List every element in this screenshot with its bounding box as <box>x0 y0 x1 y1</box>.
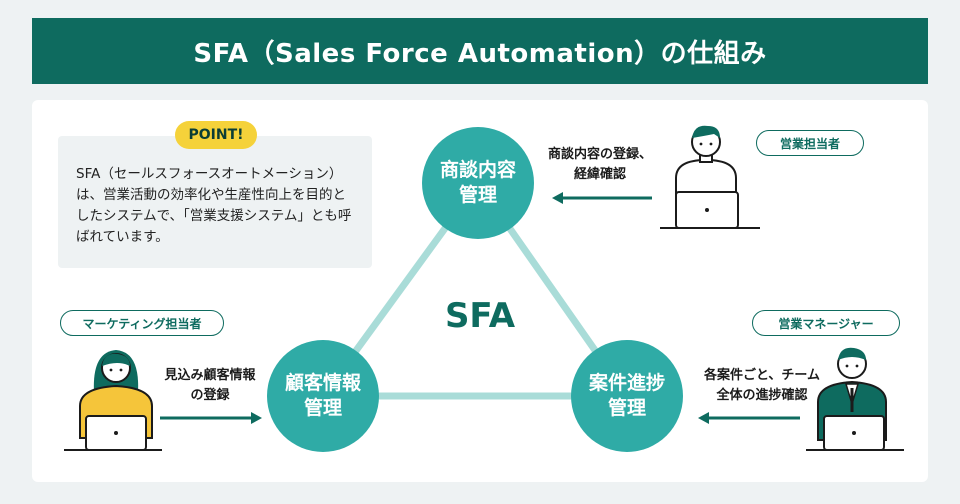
center-label: SFA <box>444 296 516 336</box>
role-sales-rep: 営業担当者 <box>756 130 864 156</box>
marketing-person-icon <box>64 350 162 451</box>
node-negotiation-management: 商談内容 管理 <box>422 127 534 239</box>
arrow-manager <box>698 412 800 424</box>
node-progress-management: 案件進捗 管理 <box>571 340 683 452</box>
point-text: SFA（セールスフォースオートメーション）は、営業活動の効率化や生産性向上を目的… <box>76 166 352 245</box>
manager-person-icon <box>806 347 904 451</box>
role-manager: 営業マネージャー <box>752 310 900 336</box>
sales-rep-person-icon <box>660 125 760 229</box>
role-marketing: マーケティング担当者 <box>60 310 224 336</box>
page-title: SFA（Sales Force Automation）の仕組み <box>32 18 928 84</box>
arrow-label-sales-rep: 商談内容の登録、 経緯確認 <box>547 147 652 182</box>
arrow-label-marketing: 見込み顧客情報 の登録 <box>164 368 256 403</box>
arrow-marketing <box>160 412 262 424</box>
point-badge: POINT! <box>175 121 257 149</box>
node-customer-management: 顧客情報 管理 <box>267 340 379 452</box>
arrow-sales-rep <box>552 192 652 204</box>
arrow-label-manager: 各案件ごと、チーム 全体の進捗確認 <box>703 368 821 403</box>
point-box: SFA（セールスフォースオートメーション）は、営業活動の効率化や生産性向上を目的… <box>58 136 372 268</box>
